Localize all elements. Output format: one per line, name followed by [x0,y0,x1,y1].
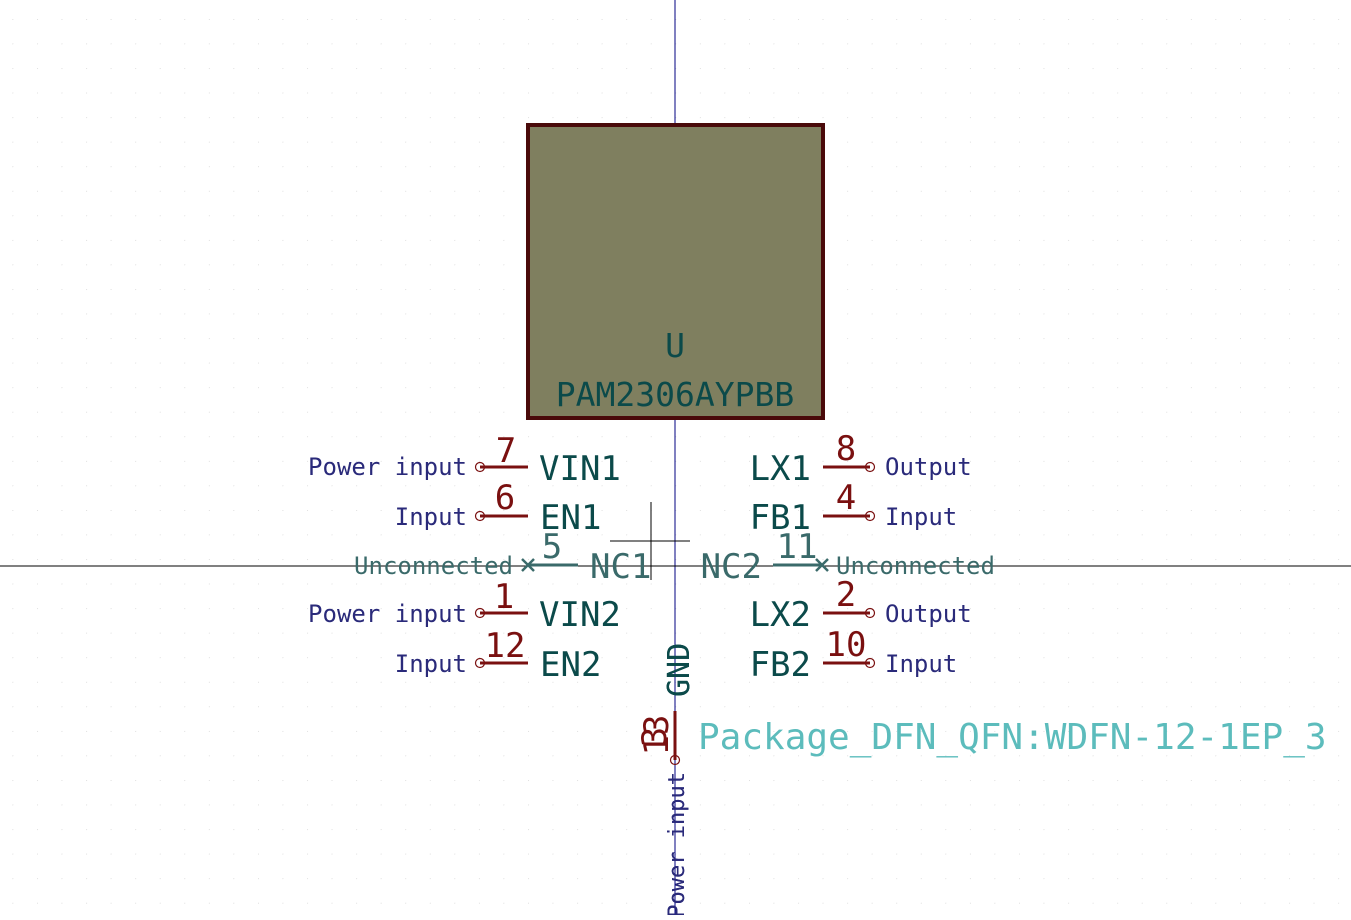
pin-name: VIN1 [539,449,621,489]
pin-name: EN2 [540,645,601,685]
pin-type: Power input [665,772,690,915]
pin-name: FB2 [750,645,811,685]
pin-name: LX2 [750,595,811,635]
pin-type: Input [885,650,957,678]
pin-number: 8 [836,429,856,469]
pin-type: Power input [308,453,467,481]
pin-name: GND [662,643,697,697]
pin-number: 7 [496,431,516,471]
pin-10[interactable]: 10 FB2 Input [750,625,958,685]
pin-type: Unconnected [354,552,513,580]
pin-number: 10 [826,625,867,665]
pin-number: 13 [637,715,677,756]
pin-number: 3 [635,727,675,747]
pin-8[interactable]: 8 LX1 Output [750,429,972,489]
pin-type: Input [395,503,467,531]
pin-name: NC1 [590,547,651,587]
pin-type: Unconnected [836,552,995,580]
pin-5[interactable]: 5 NC1 Unconnected [354,527,651,587]
reference-designator[interactable]: U [665,326,685,365]
pin-3[interactable]: 3 GND Power input [635,643,697,918]
pin-number: 4 [836,478,856,518]
pin-4[interactable]: 4 FB1 Input [750,478,958,538]
pin-type: Output [885,600,972,628]
pin-number: 12 [485,626,526,666]
pin-number: 5 [542,527,562,567]
pin-2[interactable]: 2 LX2 Output [750,575,972,635]
pin-type: Power input [665,772,690,915]
pin-13[interactable]: 13 GND Power input [637,643,697,918]
pin-name: FB1 [750,498,811,538]
pin-number: 1 [494,577,514,617]
value-field[interactable]: PAM2306AYPBB [556,375,794,414]
pin-type: Input [395,650,467,678]
pin-11[interactable]: 11 NC2 Unconnected [701,527,995,587]
pin-12[interactable]: 12 EN2 Input [395,626,602,685]
pin-6[interactable]: 6 EN1 Input [395,478,602,538]
symbol-body[interactable] [526,123,825,420]
pin-number: 11 [777,527,818,567]
pin-name: GND [662,643,697,697]
footprint-field[interactable]: Package_DFN_QFN:WDFN-12-1EP_3 [698,717,1327,758]
pin-type: Input [885,503,957,531]
pin-number: 2 [836,575,856,615]
pin-type: Power input [308,600,467,628]
pin-number: 6 [495,478,515,518]
pin-name: VIN2 [539,595,621,635]
pin-name: EN1 [540,498,601,538]
pin-1[interactable]: 1 VIN2 Power input [308,577,621,635]
pin-type: Output [885,453,972,481]
pin-name: NC2 [701,547,762,587]
pin-7[interactable]: 7 VIN1 Power input [308,431,621,489]
pin-name: LX1 [750,449,811,489]
